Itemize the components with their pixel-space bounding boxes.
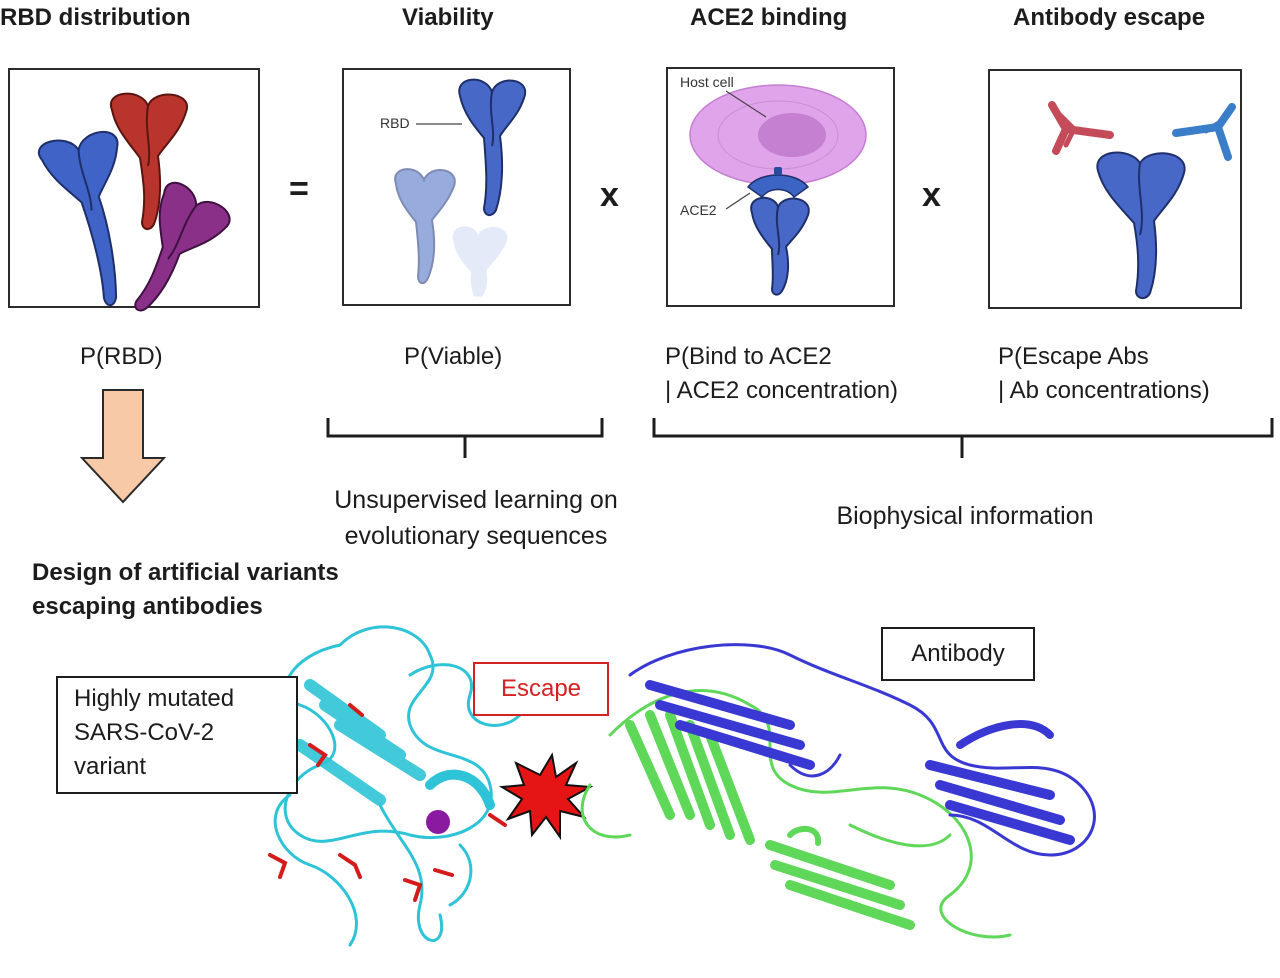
variant-label-line3: variant: [74, 753, 147, 780]
antibody-light-chain: [580, 689, 1012, 939]
variant-label-box: Highly mutated SARS-CoV-2 variant: [56, 676, 298, 794]
down-arrow-icon: [79, 389, 167, 504]
antibody-escape-illustration: [1048, 101, 1236, 299]
antibody-icon: [1048, 101, 1114, 155]
rbd-protein-icon: [109, 92, 188, 230]
rbd-protein-icon: [750, 197, 810, 296]
ace2-label: ACE2: [680, 202, 717, 218]
header-rbd-distribution: RBD distribution: [0, 4, 191, 31]
design-title-line2: escaping antibodies: [32, 593, 263, 620]
rbd-protein-icon: [1096, 151, 1186, 299]
mutation-sites: [268, 703, 507, 902]
contact-residue: [426, 810, 450, 834]
header-antibody-escape: Antibody escape: [1013, 4, 1206, 31]
caption-unsupervised-line2: evolutionary sequences: [344, 522, 608, 550]
ace2-receptor-icon: [746, 174, 810, 199]
prob-escape-line1: P(Escape Abs: [998, 343, 1149, 370]
rbd-protein-icon: [394, 168, 456, 284]
variant-label-line1: Highly mutated: [74, 685, 235, 712]
prob-escape-line2: | Ab concentrations): [998, 377, 1210, 404]
panel-viability: RBD: [342, 68, 571, 306]
prob-rbd: P(RBD): [80, 343, 163, 370]
header-ace2-binding: ACE2 binding: [690, 4, 848, 31]
caption-biophysical: Biophysical information: [836, 502, 1094, 530]
escape-label: Escape: [473, 662, 609, 716]
host-cell-nucleus: [758, 113, 826, 157]
brace-viability: [326, 418, 604, 458]
design-title-line1: Design of artificial variants: [32, 559, 339, 586]
starburst-icon: [498, 752, 594, 841]
rbd-protein-icon: [134, 181, 231, 312]
prob-ace2-line2: | ACE2 concentration): [665, 377, 899, 404]
protein-ribbon-structure: [255, 625, 1096, 947]
panel-antibody-escape: [988, 69, 1242, 309]
host-cell-pointer-line: [725, 90, 767, 118]
caption-unsupervised-line1: Unsupervised learning on: [334, 486, 618, 514]
host-cell-label: Host cell: [680, 74, 734, 90]
rbd-protein-icon: [452, 226, 508, 297]
ace2-anchor: [774, 167, 782, 175]
times-sign-2: x: [922, 176, 941, 214]
design-title: Design of artificial variants escaping a…: [32, 556, 339, 624]
ace2-pointer-line: [725, 192, 751, 210]
rbd-protein-icon: [38, 131, 119, 307]
prob-ace2-line1: P(Bind to ACE2: [665, 343, 832, 370]
rbd-variants-illustration: [38, 92, 231, 312]
header-viability: Viability: [402, 4, 494, 31]
equals-sign: =: [289, 170, 309, 208]
viability-illustration: RBD: [380, 78, 527, 297]
ace2-binding-illustration: Host cell ACE2: [680, 74, 867, 296]
panel-rbd-distribution: [8, 68, 260, 312]
antibody-icon: [1172, 103, 1236, 161]
panel-ace2-binding: Host cell ACE2: [666, 67, 895, 307]
rbd-label: RBD: [380, 115, 410, 131]
caption-unsupervised: Unsupervised learning on evolutionary se…: [306, 482, 646, 554]
rbd-protein-icon: [458, 78, 527, 216]
variant-label-line2: SARS-CoV-2: [74, 719, 215, 746]
prob-viable: P(Viable): [404, 343, 503, 370]
antibody-label: Antibody: [881, 627, 1035, 681]
antibody-heavy-chain: [628, 643, 1096, 857]
times-sign-1: x: [600, 176, 619, 214]
brace-biophysical: [652, 418, 1274, 458]
